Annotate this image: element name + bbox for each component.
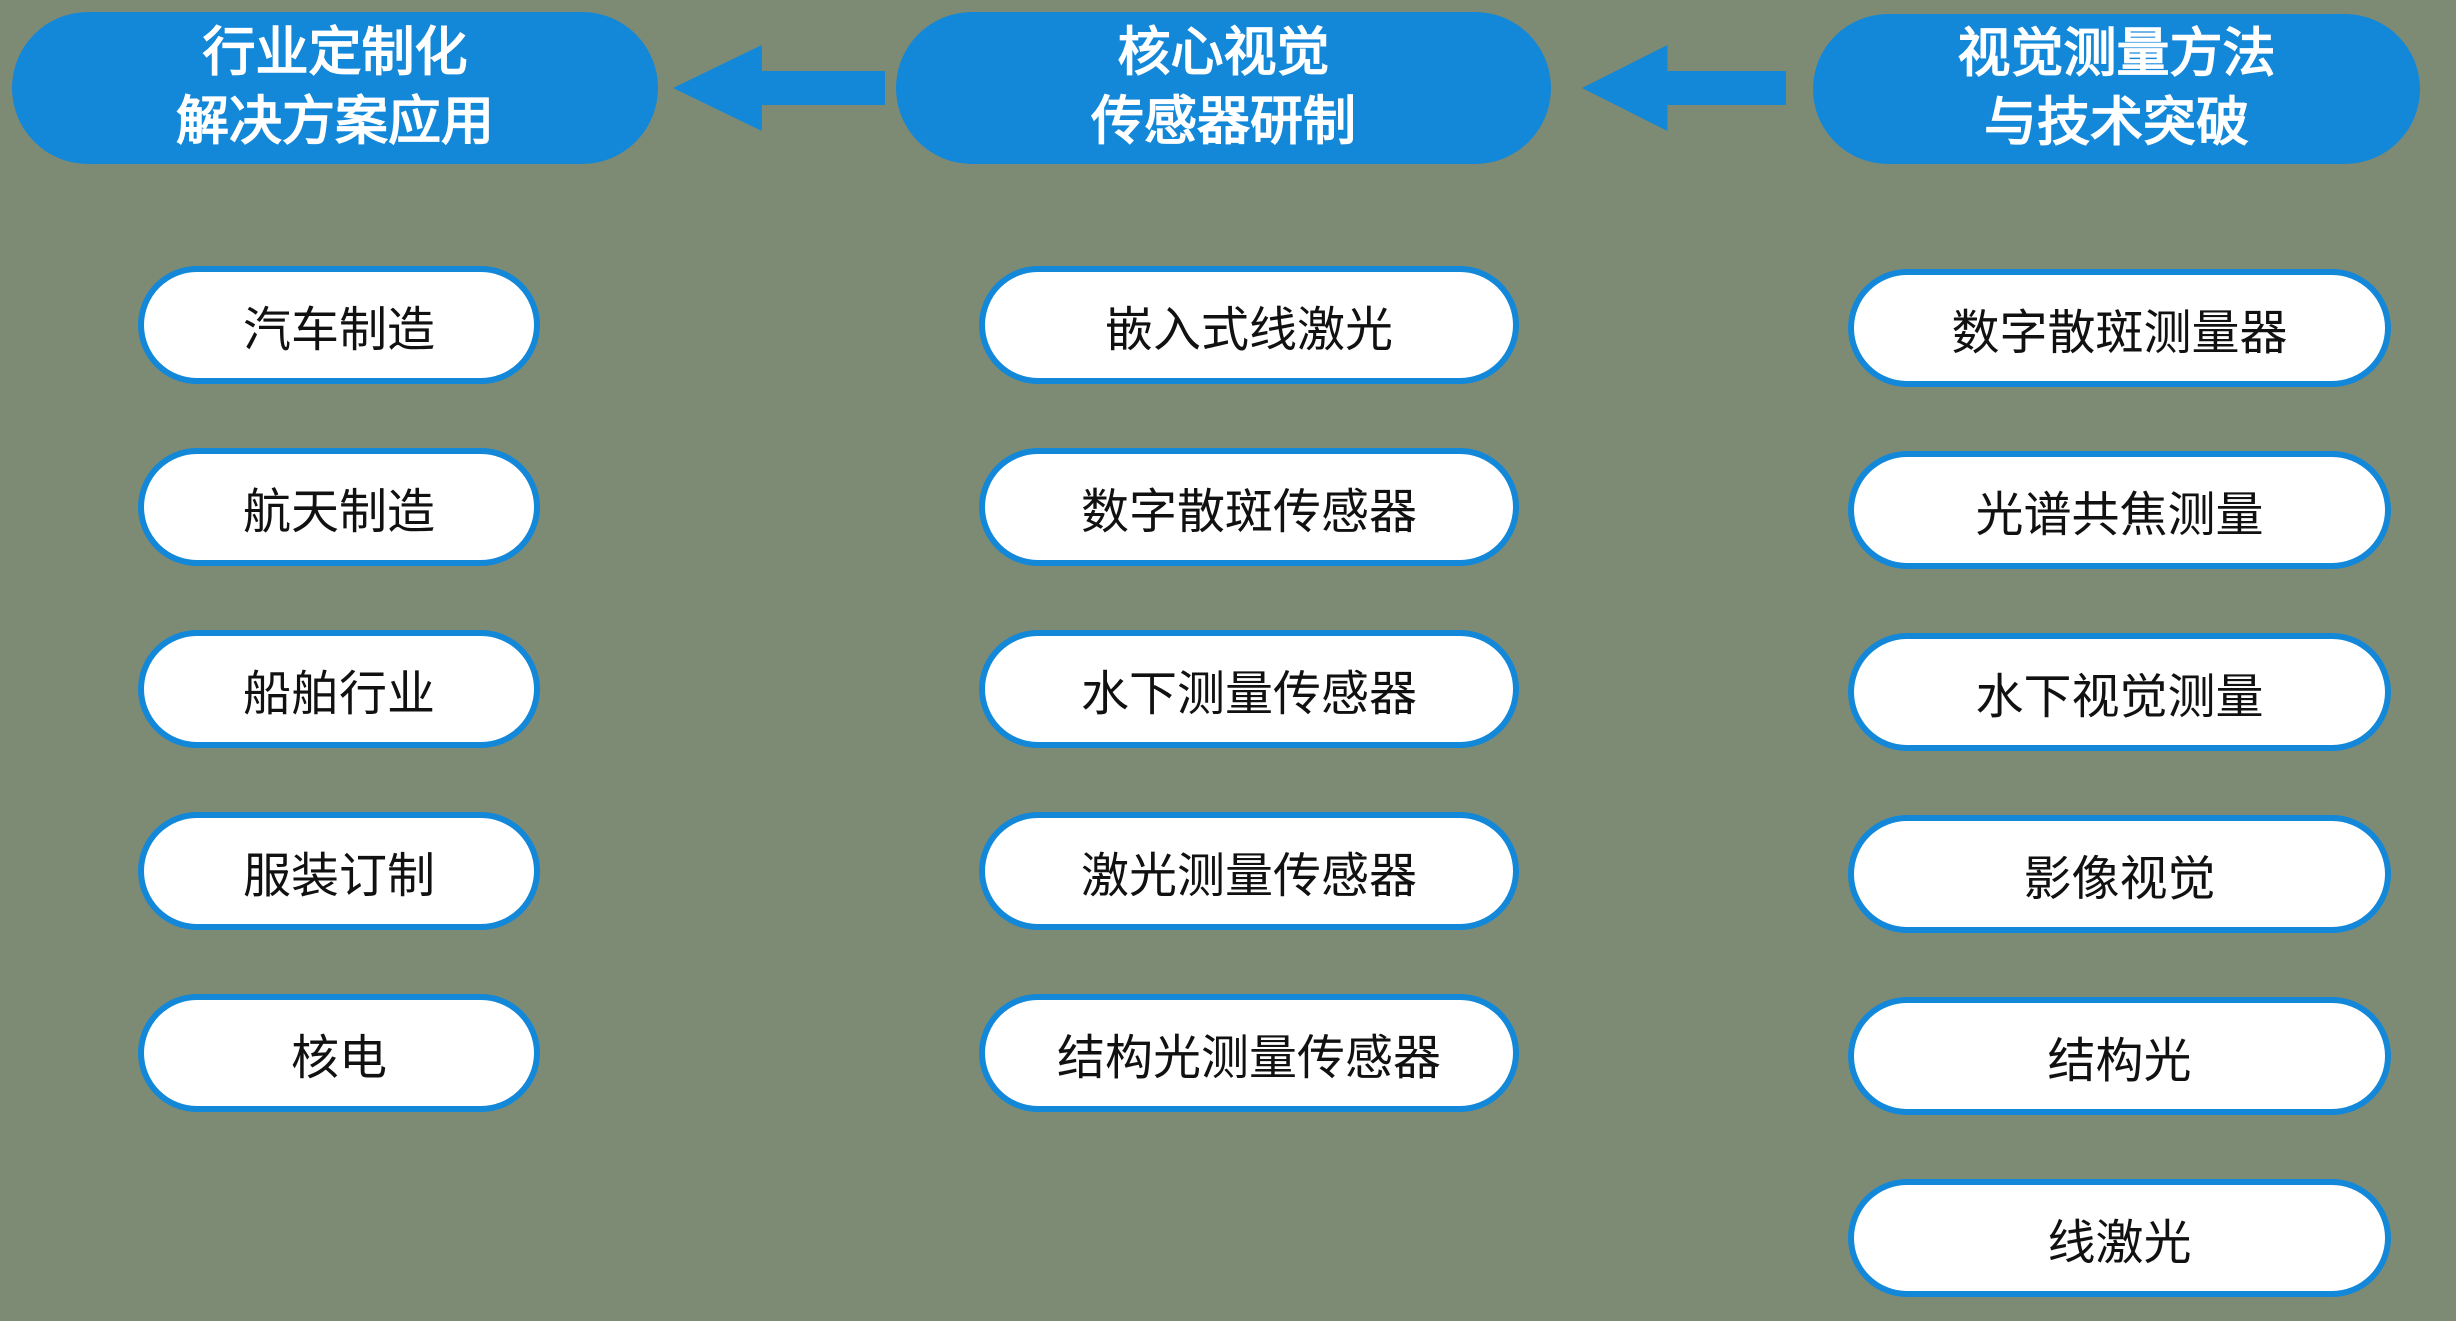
arrow-left-icon [673,45,885,131]
item-pill: 数字散斑传感器 [979,448,1519,566]
item-pill: 嵌入式线激光 [979,266,1519,384]
item-pill: 数字散斑测量器 [1848,269,2391,387]
column-measurement-methods: 数字散斑测量器 光谱共焦测量 水下视觉测量 影像视觉 结构光 线激光 [1848,269,2391,1297]
item-pill: 航天制造 [138,448,540,566]
item-pill: 结构光 [1848,997,2391,1115]
item-pill: 船舶行业 [138,630,540,748]
header-pill-measurement-methods: 视觉测量方法 与技术突破 [1813,14,2420,164]
item-pill: 线激光 [1848,1179,2391,1297]
item-pill: 水下测量传感器 [979,630,1519,748]
column-industry-applications: 汽车制造 航天制造 船舶行业 服装订制 核电 [138,266,540,1112]
item-pill: 核电 [138,994,540,1112]
item-pill: 激光测量传感器 [979,812,1519,930]
header-pill-core-vision-sensors: 核心视觉 传感器研制 [896,12,1551,164]
arrow-left-icon [1582,45,1786,131]
item-pill: 光谱共焦测量 [1848,451,2391,569]
item-pill: 影像视觉 [1848,815,2391,933]
item-pill: 汽车制造 [138,266,540,384]
item-pill: 结构光测量传感器 [979,994,1519,1112]
column-core-vision-sensors: 嵌入式线激光 数字散斑传感器 水下测量传感器 激光测量传感器 结构光测量传感器 [979,266,1519,1112]
item-pill: 服装订制 [138,812,540,930]
item-pill: 水下视觉测量 [1848,633,2391,751]
header-pill-industry-applications: 行业定制化 解决方案应用 [12,12,658,164]
